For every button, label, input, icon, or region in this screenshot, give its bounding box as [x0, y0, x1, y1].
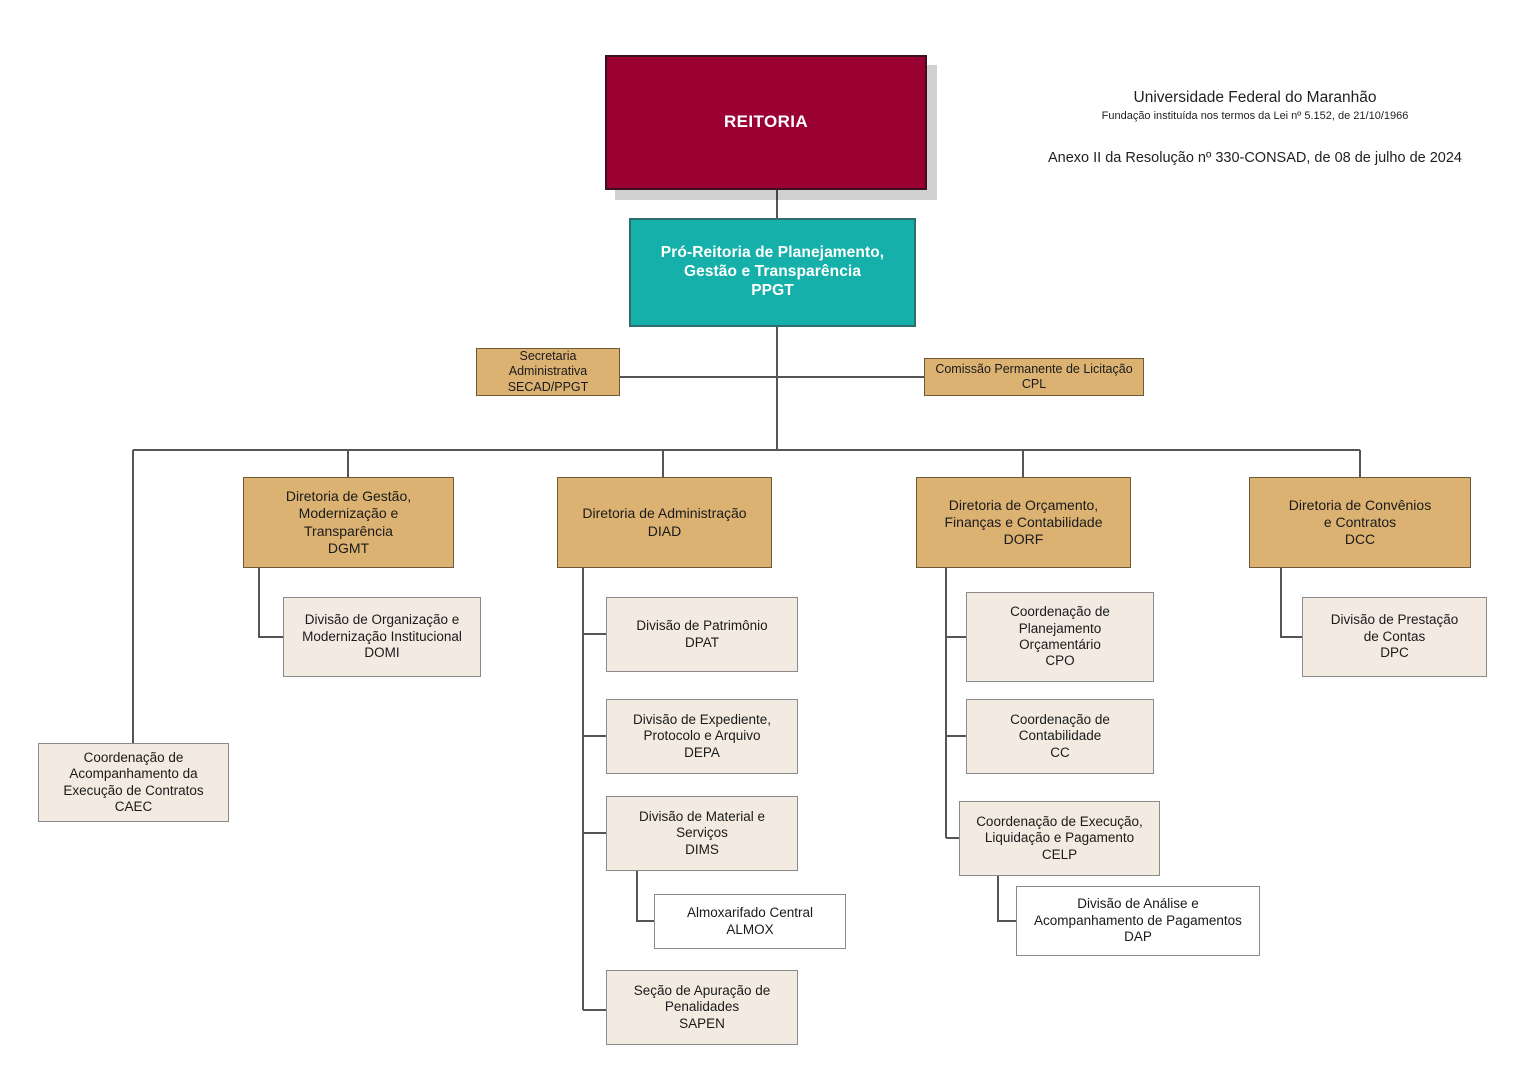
- node-dcc-label: Diretoria de Convênios e Contratos DCC: [1288, 496, 1432, 548]
- node-sapen[interactable]: Seção de Apuração de Penalidades SAPEN: [606, 970, 798, 1045]
- node-reitoria[interactable]: REITORIA: [605, 55, 927, 190]
- header-institution-name: Universidade Federal do Maranhão: [1133, 89, 1377, 106]
- node-depa-label: Divisão de Expediente, Protocolo e Arqui…: [632, 711, 772, 760]
- node-diad-label: Diretoria de Administração DIAD: [582, 505, 747, 539]
- node-cpl-label: Comissão Permanente de Licitação CPL: [935, 361, 1133, 391]
- node-sapen-label: Seção de Apuração de Penalidades SAPEN: [633, 982, 771, 1031]
- node-depa[interactable]: Divisão de Expediente, Protocolo e Arqui…: [606, 699, 798, 774]
- node-domi-label: Divisão de Organização e Modernização In…: [302, 612, 462, 661]
- node-dpat-label: Divisão de Patrimônio DPAT: [636, 618, 768, 650]
- node-dap[interactable]: Divisão de Análise e Acompanhamento de P…: [1016, 886, 1260, 956]
- node-cc[interactable]: Coordenação de Contabilidade CC: [966, 699, 1154, 774]
- connector-dcc-dpc: [1280, 568, 1302, 638]
- node-dims-label: Divisão de Material e Serviços DIMS: [638, 808, 766, 857]
- header-foundation-note: Fundação instituída nos termos da Lei nº…: [1101, 110, 1409, 123]
- node-secad-label: Secretaria Administrativa SECAD/PPGT: [507, 349, 589, 394]
- node-dap-label: Divisão de Análise e Acompanhamento de P…: [1034, 896, 1242, 945]
- node-ppgt-label: Pró-Reitoria de Planejamento, Gestão e T…: [660, 244, 885, 299]
- node-secad[interactable]: Secretaria Administrativa SECAD/PPGT: [476, 348, 620, 396]
- node-celp[interactable]: Coordenação de Execução, Liquidação e Pa…: [959, 801, 1160, 876]
- node-dpat[interactable]: Divisão de Patrimônio DPAT: [606, 597, 798, 672]
- node-cpo[interactable]: Coordenação de Planejamento Orçamentário…: [966, 592, 1154, 682]
- node-dorf[interactable]: Diretoria de Orçamento, Finanças e Conta…: [916, 477, 1131, 568]
- node-almox[interactable]: Almoxarifado Central ALMOX: [654, 894, 846, 949]
- node-domi[interactable]: Divisão de Organização e Modernização In…: [283, 597, 481, 677]
- node-caec[interactable]: Coordenação de Acompanhamento da Execuçã…: [38, 743, 229, 822]
- node-cc-label: Coordenação de Contabilidade CC: [1010, 711, 1110, 760]
- connector-dims-almox: [636, 871, 654, 922]
- node-dcc[interactable]: Diretoria de Convênios e Contratos DCC: [1249, 477, 1471, 568]
- node-reitoria-label: REITORIA: [723, 112, 809, 132]
- node-cpo-label: Coordenação de Planejamento Orçamentário…: [1010, 604, 1110, 669]
- node-dpc-label: Divisão de Prestação de Contas DPC: [1330, 612, 1459, 661]
- node-dorf-label: Diretoria de Orçamento, Finanças e Conta…: [944, 496, 1103, 548]
- header-resolution-reference: Anexo II da Resolução nº 330-CONSAD, de …: [1048, 149, 1462, 166]
- node-diad[interactable]: Diretoria de Administração DIAD: [557, 477, 772, 568]
- node-ppgt[interactable]: Pró-Reitoria de Planejamento, Gestão e T…: [629, 218, 916, 327]
- node-dgmt[interactable]: Diretoria de Gestão, Modernização e Tran…: [243, 477, 454, 568]
- node-dims[interactable]: Divisão de Material e Serviços DIMS: [606, 796, 798, 871]
- node-dgmt-label: Diretoria de Gestão, Modernização e Tran…: [285, 488, 412, 556]
- node-cpl[interactable]: Comissão Permanente de Licitação CPL: [924, 358, 1144, 396]
- connector-celp-dap: [997, 876, 1016, 922]
- node-caec-label: Coordenação de Acompanhamento da Execuçã…: [63, 749, 204, 814]
- node-almox-label: Almoxarifado Central ALMOX: [686, 905, 814, 937]
- connector-dgmt-domi: [258, 568, 283, 638]
- node-dpc[interactable]: Divisão de Prestação de Contas DPC: [1302, 597, 1487, 677]
- document-header: Universidade Federal do Maranhão Fundaçã…: [1005, 88, 1505, 167]
- node-celp-label: Coordenação de Execução, Liquidação e Pa…: [976, 813, 1143, 862]
